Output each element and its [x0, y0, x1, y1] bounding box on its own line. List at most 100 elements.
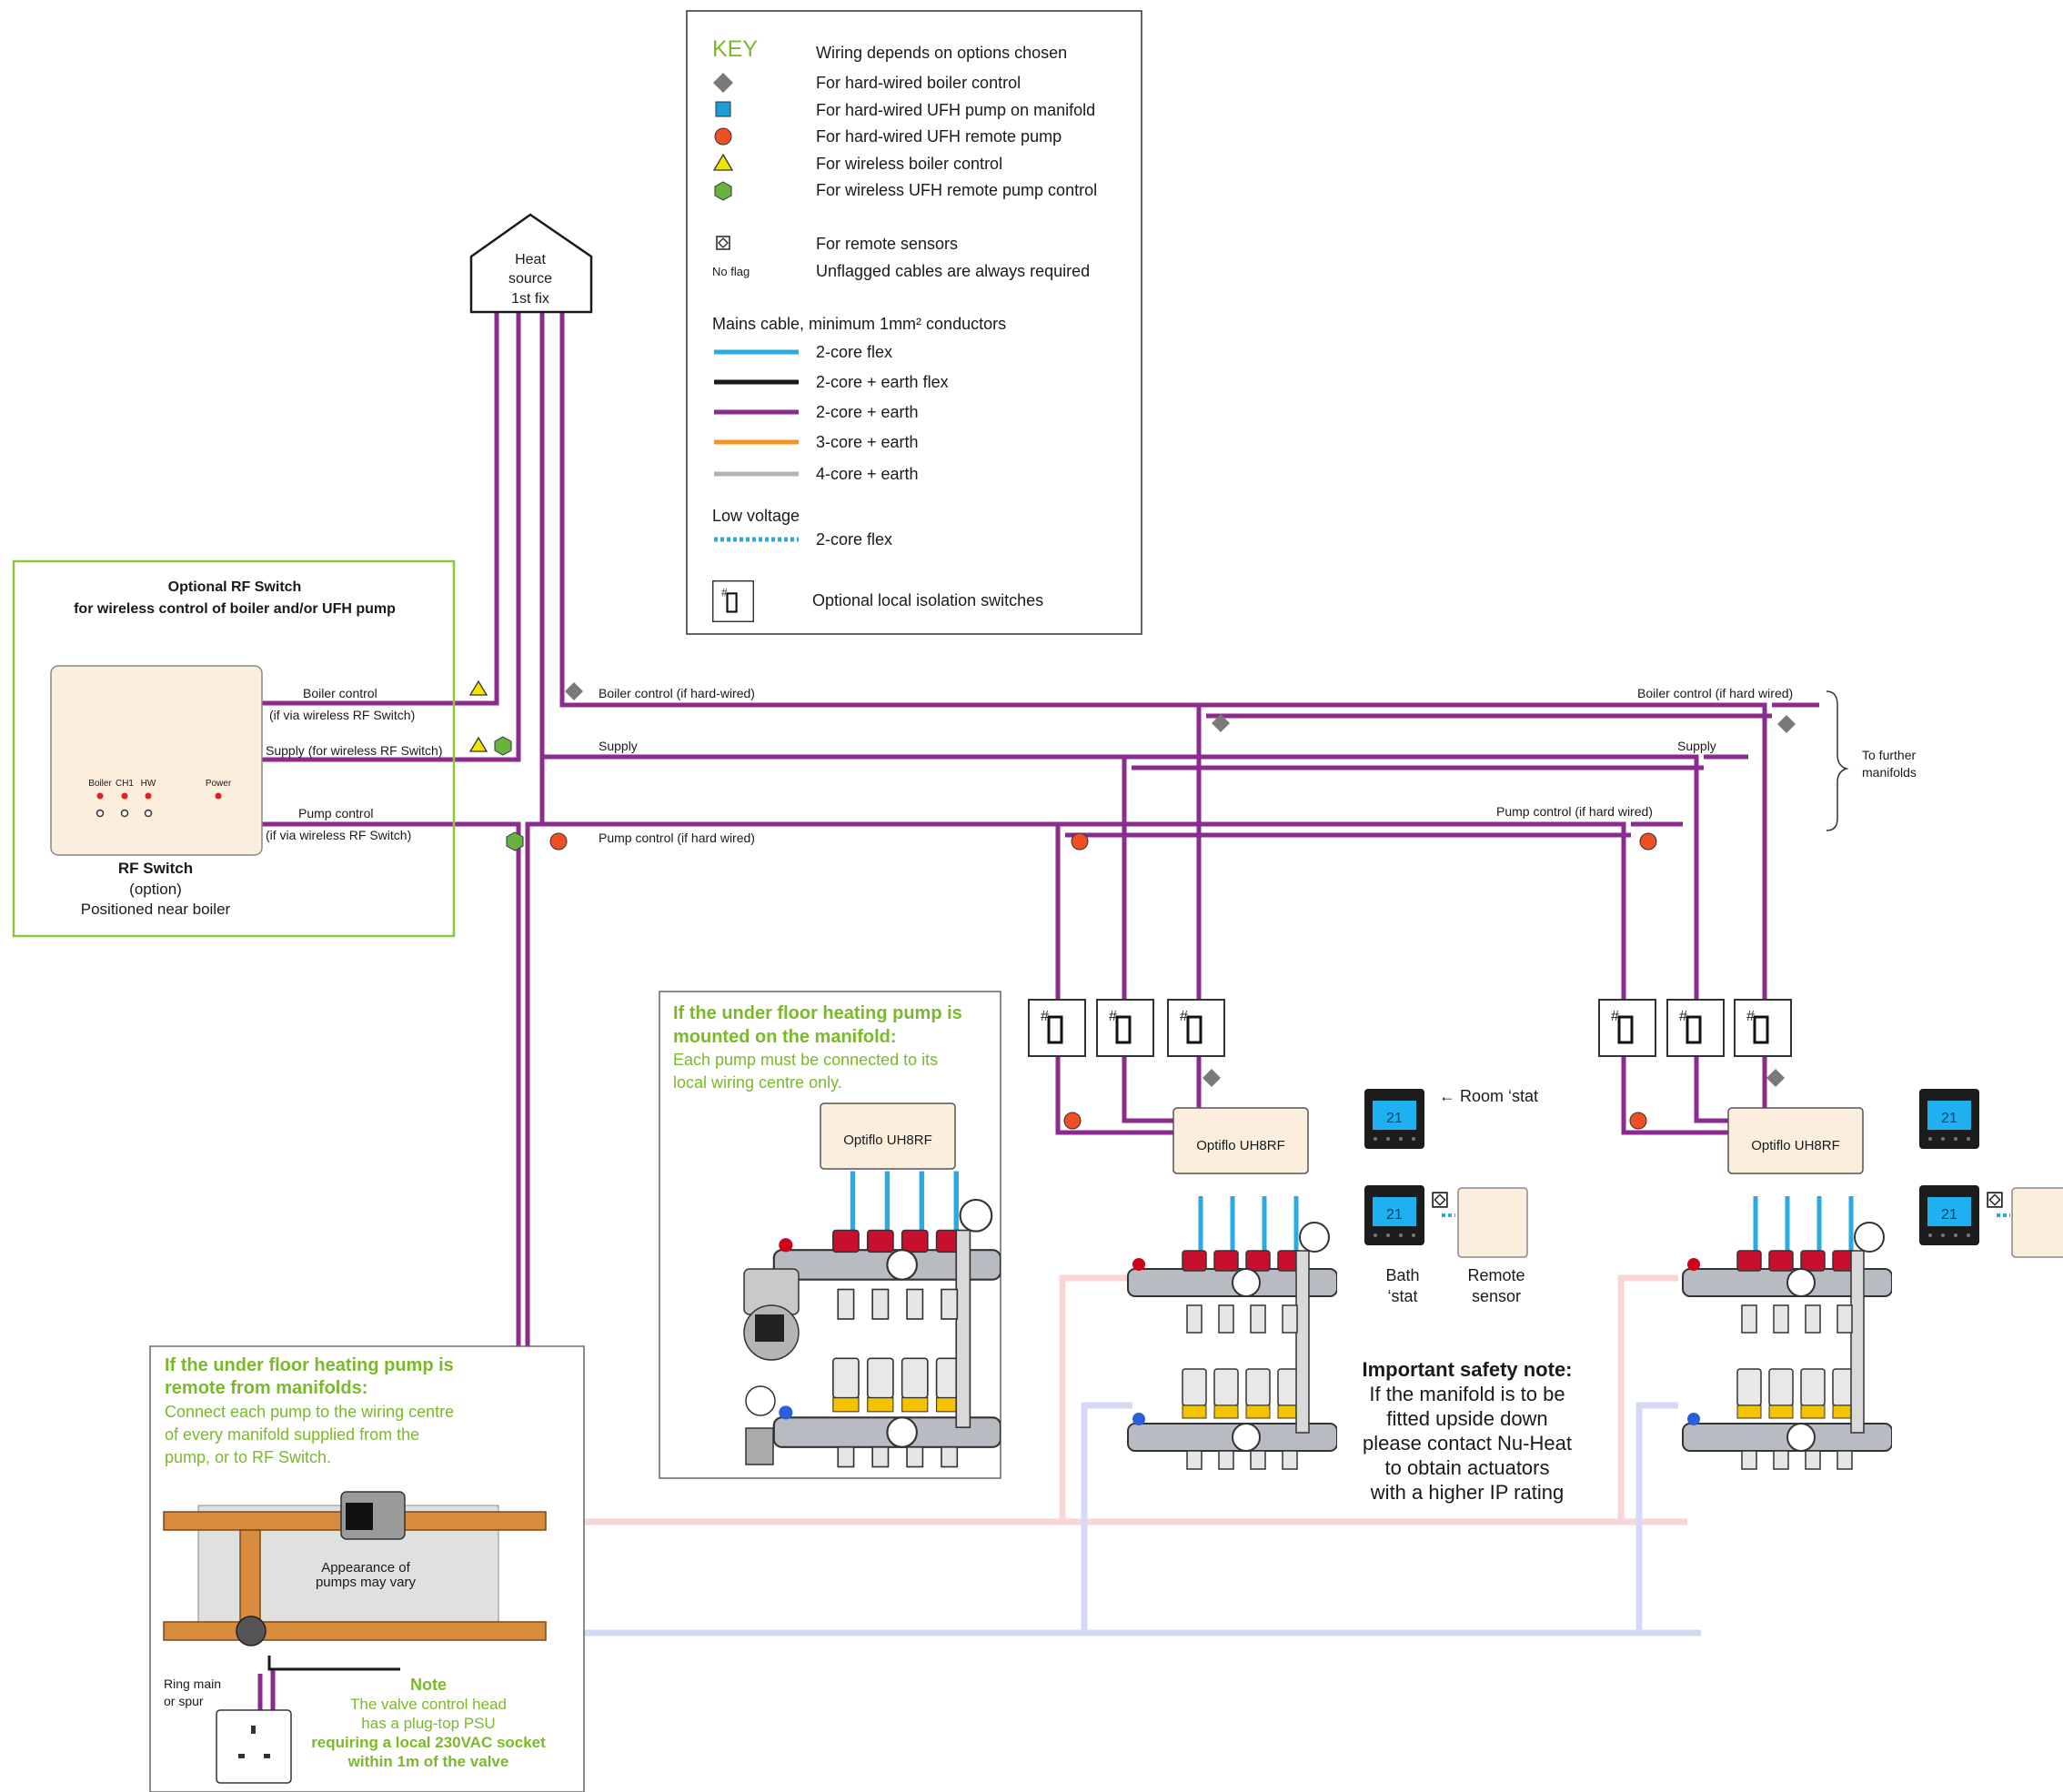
wiring-centre [820, 1102, 956, 1170]
remote-sensor-label: sensor [1472, 1287, 1521, 1305]
inset-body: Each pump must be connected to its [673, 1051, 938, 1069]
heat-source: Heat source 1st fix [469, 213, 593, 314]
remote-sensor [1457, 1187, 1528, 1258]
pump-body [743, 1268, 800, 1465]
pump-appearance-note: pumps may vary [316, 1575, 417, 1590]
safety-note-line: please contact Nu-Heat [1363, 1432, 1572, 1455]
green-hexagon-icon [506, 831, 524, 851]
thermostats: ← Room ‘stat Bath ‘stat Remote sensor [1364, 1087, 2063, 1305]
wall-socket [216, 1709, 292, 1784]
diamond-icon [1212, 714, 1230, 732]
manifold-1: Optiflo UH8RF [1128, 1107, 1337, 1469]
key-low-voltage-label: 2-core flex [816, 530, 892, 549]
isolation-switch [1666, 999, 1725, 1057]
cable-label: Supply [599, 739, 638, 753]
key-flag-label: For hard-wired UFH pump on manifold [816, 101, 1095, 119]
bath-thermostat [1364, 1185, 1424, 1245]
bath-stat-label: ‘stat [1387, 1287, 1417, 1305]
isolation-switch [1096, 999, 1154, 1057]
inset-remote-pump: If the under floor heating pump is remot… [149, 1345, 585, 1792]
blue-square-icon [715, 101, 731, 117]
cable-label: Supply (for wireless RF Switch) [266, 743, 443, 758]
led-label: Power [206, 779, 232, 789]
safety-note-line: fitted upside down [1386, 1407, 1547, 1430]
rf-switch-name: RF Switch [118, 860, 193, 877]
inset-title: If the under floor heating pump is [673, 1003, 962, 1023]
key-cable-label: 2-core flex [816, 343, 892, 361]
wiring-centre-label: Optiflo UH8RF [1196, 1138, 1285, 1153]
key-isolation-label: Optional local isolation switches [812, 591, 1043, 609]
note-line: has a plug-top PSU [361, 1715, 495, 1732]
remote-sensor-icon [716, 236, 730, 250]
rf-panel-title: Optional RF Switch [168, 579, 302, 595]
diamond-icon [1766, 1069, 1785, 1087]
key-flag-label: For hard-wired UFH remote pump [816, 127, 1062, 146]
key-flag-label: For hard-wired boiler control [816, 74, 1021, 92]
key-cable-label: 2-core + earth flex [816, 373, 949, 391]
diamond-icon [1203, 1069, 1221, 1087]
room-thermostat [1364, 1089, 1424, 1149]
yellow-triangle-icon [468, 680, 488, 696]
further-label: To further [1862, 748, 1916, 762]
cable-label: Pump control [298, 806, 373, 820]
ring-main-label: or spur [164, 1694, 204, 1708]
key-cable-label: 3-core + earth [816, 433, 919, 451]
cable-label: Boiler control (if hard wired) [1637, 686, 1793, 700]
safety-note-title: Important safety note: [1362, 1358, 1572, 1381]
pump-appearance-note: Appearance of [321, 1560, 410, 1576]
flow-pipes [546, 1274, 1701, 1636]
diamond-icon [565, 682, 583, 700]
diamond-icon [1777, 715, 1796, 733]
inset-title: remote from manifolds: [165, 1378, 367, 1398]
cable-label: Boiler control [303, 686, 377, 700]
inset-title: If the under floor heating pump is [165, 1355, 454, 1375]
safety-note-line: to obtain actuators [1384, 1456, 1549, 1479]
yellow-triangle-icon [468, 736, 488, 752]
red-circle-icon [549, 832, 568, 851]
rf-switch-unit [50, 665, 263, 856]
inset-body: Connect each pump to the wiring centre [165, 1403, 454, 1421]
cable-labels: Boiler control (if via wireless RF Switc… [266, 686, 1917, 845]
rf-switch-position: Positioned near boiler [81, 901, 231, 918]
inset-body: pump, or to RF Switch. [165, 1448, 331, 1466]
rf-switch-panel: Optional RF Switch for wireless control … [12, 559, 456, 938]
inset-title: mounted on the manifold: [673, 1027, 897, 1047]
isolation-switch-icon [712, 580, 754, 622]
remote-sensor-icon [1432, 1192, 1448, 1208]
cable-label: Pump control (if hard wired) [1496, 804, 1653, 819]
isolation-switch [1734, 999, 1792, 1057]
cable-label: (if via wireless RF Switch) [266, 828, 411, 842]
wiring-centre-label: Optiflo UH8RF [1751, 1138, 1840, 1153]
note-line: The valve control head [350, 1696, 507, 1713]
red-circle-icon [714, 127, 732, 146]
key-remote-sensors: For remote sensors [816, 235, 958, 253]
copper-pipe [163, 1621, 547, 1641]
note-line: requiring a local 230VAC socket [311, 1734, 546, 1751]
key-intro: Wiring depends on options chosen [816, 44, 1067, 62]
heat-source-label: 1st fix [511, 291, 549, 307]
ring-main-label: Ring main [164, 1676, 221, 1691]
diamond-icon [713, 73, 733, 93]
further-label: manifolds [1862, 765, 1917, 780]
bath-thermostat [1919, 1185, 1979, 1245]
key-flag-label: For wireless UFH remote pump control [816, 181, 1097, 199]
key-flag-label: For wireless boiler control [816, 155, 1002, 173]
remote-sensor-label: Remote [1467, 1266, 1525, 1284]
note-line: within 1m of the valve [347, 1753, 509, 1770]
key-panel: KEY Wiring depends on options chosen For… [686, 10, 1142, 635]
key-cable-label: 2-core + earth [816, 403, 919, 421]
rf-switch-option: (option) [129, 881, 182, 898]
rf-panel-subtitle: for wireless control of boiler and/or UF… [74, 601, 396, 617]
mains-cables [262, 309, 1819, 1410]
red-circle-icon [1071, 832, 1089, 851]
safety-note-line: If the manifold is to be [1369, 1383, 1565, 1405]
green-hexagon-icon [714, 181, 732, 201]
key-mains-title: Mains cable, minimum 1mm² conductors [712, 315, 1006, 333]
wiring-centre [1172, 1107, 1309, 1174]
wiring-centre [1727, 1107, 1864, 1174]
manifold-2: Optiflo UH8RF [1683, 1107, 1892, 1469]
further-brace [1826, 690, 1849, 831]
red-circle-icon [1629, 1112, 1647, 1130]
remote-sensor [2011, 1187, 2063, 1258]
